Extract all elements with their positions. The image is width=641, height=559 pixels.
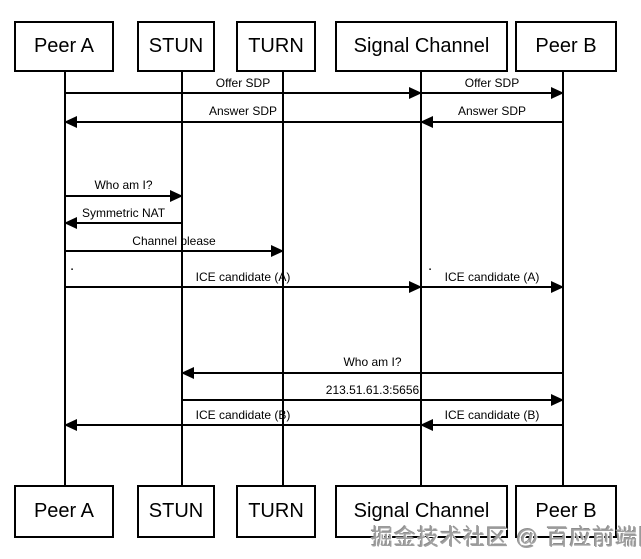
arrowhead-right-icon (409, 87, 422, 99)
actor-label: STUN (148, 35, 204, 57)
arrowhead-left-icon (64, 217, 77, 229)
arrowhead-left-icon (420, 116, 433, 128)
message-label-offer-sdp: Offer SDP (215, 76, 271, 90)
lifeline-stun (181, 72, 183, 485)
actor-label: STUN (148, 500, 204, 522)
message-arrow-ice-a-a-to-signal (65, 281, 422, 293)
actor-label: Peer B (535, 500, 597, 522)
message-arrow-symmetric-nat-stun-to-a (64, 217, 182, 229)
ellipsis-dot-right: . (428, 257, 433, 274)
arrowhead-right-icon (271, 245, 284, 257)
arrowhead-left-icon (64, 419, 77, 431)
message-arrow-ice-b-b-to-signal (420, 419, 563, 431)
message-arrow-channel-please-a-to-turn (65, 245, 284, 257)
lifeline-signal-channel (420, 72, 422, 485)
actor-box-stun-bottom: STUN (137, 485, 215, 538)
message-label-ice-candidate-a: ICE candidate (A) (444, 270, 540, 284)
arrowhead-left-icon (181, 367, 194, 379)
actor-box-signal-channel-top: Signal Channel (335, 21, 508, 72)
arrowhead-left-icon (420, 419, 433, 431)
arrowhead-right-icon (551, 394, 564, 406)
actor-box-peer-a-top: Peer A (14, 21, 114, 72)
message-label-who-am-i: Who am I? (343, 355, 402, 369)
message-label-ice-candidate-b: ICE candidate (B) (195, 408, 291, 422)
message-label-channel-please: Channel please (132, 234, 216, 248)
message-label-answer-sdp: Answer SDP (457, 104, 527, 118)
message-arrow-who-am-i-a-to-stun (65, 190, 183, 202)
message-label-answer-sdp: Answer SDP (208, 104, 278, 118)
actor-box-turn-bottom: TURN (236, 485, 316, 538)
actor-box-signal-channel-bottom: Signal Channel (335, 485, 508, 538)
actor-label: TURN (248, 500, 304, 522)
message-arrow-answer-sdp-b-to-signal (420, 116, 563, 128)
actor-label: Peer B (535, 35, 597, 57)
actor-box-peer-b-top: Peer B (515, 21, 617, 72)
message-label-ice-candidate-a: ICE candidate (A) (195, 270, 291, 284)
actor-label: Signal Channel (353, 500, 490, 522)
actor-box-turn-top: TURN (236, 21, 316, 72)
lifeline-turn (282, 72, 284, 485)
arrowhead-right-icon (170, 190, 183, 202)
actor-box-peer-a-bottom: Peer A (14, 485, 114, 538)
ellipsis-dot-left: . (70, 257, 75, 274)
arrowhead-right-icon (551, 87, 564, 99)
lifeline-peer-b (562, 72, 564, 485)
message-arrow-ice-a-signal-to-b (421, 281, 564, 293)
arrowhead-left-icon (64, 116, 77, 128)
message-label-who-am-i: Who am I? (94, 178, 153, 192)
message-label-symmetric-nat: Symmetric NAT (81, 206, 166, 220)
message-label-stun-mapped-address: 213.51.61.3:5656 (325, 383, 420, 397)
message-arrow-answer-sdp-signal-to-a (64, 116, 421, 128)
arrowhead-right-icon (409, 281, 422, 293)
message-arrow-offer-sdp-signal-to-b (421, 87, 564, 99)
message-arrow-offer-sdp-a-to-signal (65, 87, 422, 99)
actor-label: Signal Channel (353, 35, 490, 57)
actor-label: Peer A (33, 500, 95, 522)
actor-box-stun-top: STUN (137, 21, 215, 72)
message-label-ice-candidate-b: ICE candidate (B) (444, 408, 540, 422)
actor-box-peer-b-bottom: Peer B (515, 485, 617, 538)
message-label-offer-sdp: Offer SDP (464, 76, 520, 90)
arrowhead-right-icon (551, 281, 564, 293)
lifeline-peer-a (64, 72, 66, 485)
message-arrow-address-stun-to-b (182, 394, 564, 406)
message-arrow-ice-b-signal-to-a (64, 419, 421, 431)
actor-label: Peer A (33, 35, 95, 57)
actor-label: TURN (248, 35, 304, 57)
message-arrow-who-am-i-b-to-stun (181, 367, 563, 379)
watermark-text: 掘金技术社区 @ 百应前端团队 (371, 525, 641, 550)
